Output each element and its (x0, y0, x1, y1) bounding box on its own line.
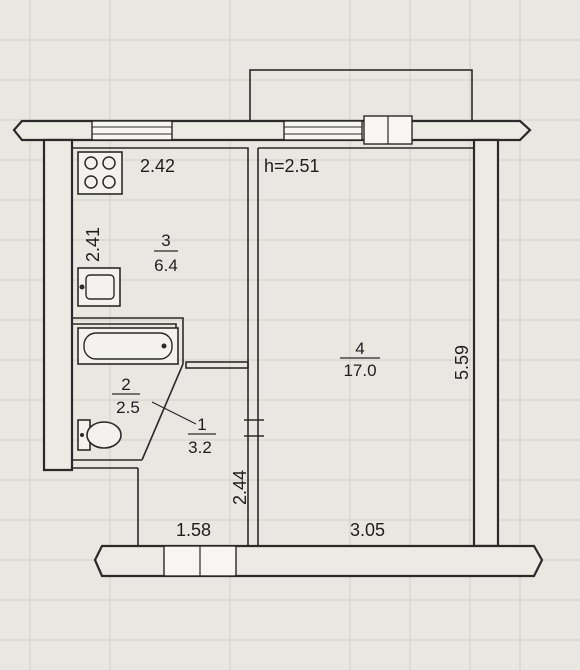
room-3-number: 3 (161, 231, 170, 250)
room-1-area: 3.2 (188, 438, 212, 457)
dim-room-width: 3.05 (350, 520, 385, 540)
dim-room-length: 5.59 (452, 345, 472, 380)
left-wall (42, 138, 74, 472)
dim-kitchen-length: 2.41 (83, 227, 103, 262)
dim-kitchen-width: 2.42 (140, 156, 175, 176)
bathtub-icon (77, 327, 179, 365)
hall-door-frame (185, 361, 249, 369)
right-wall (472, 138, 500, 548)
toilet-icon (77, 419, 122, 451)
room-3-area: 6.4 (154, 256, 178, 275)
balcony (249, 69, 473, 122)
dim-hall-width: 1.58 (176, 520, 211, 540)
room-4-area: 17.0 (343, 361, 376, 380)
room-1-number: 1 (197, 415, 206, 434)
room-2-area: 2.5 (116, 398, 140, 417)
interior-walls (72, 147, 474, 546)
dim-hall-length: 2.44 (230, 470, 250, 505)
top-window-left (91, 120, 173, 141)
bottom-window (163, 545, 237, 577)
room-leader-line (151, 401, 197, 425)
balcony-door (363, 115, 413, 145)
ceiling-height: h=2.51 (264, 156, 320, 176)
sink-icon (77, 267, 121, 307)
room-2-number: 2 (121, 375, 130, 394)
room-4-number: 4 (355, 339, 364, 358)
stove-icon (77, 151, 123, 195)
top-window-right (283, 120, 363, 141)
bottom-wall (93, 544, 544, 578)
